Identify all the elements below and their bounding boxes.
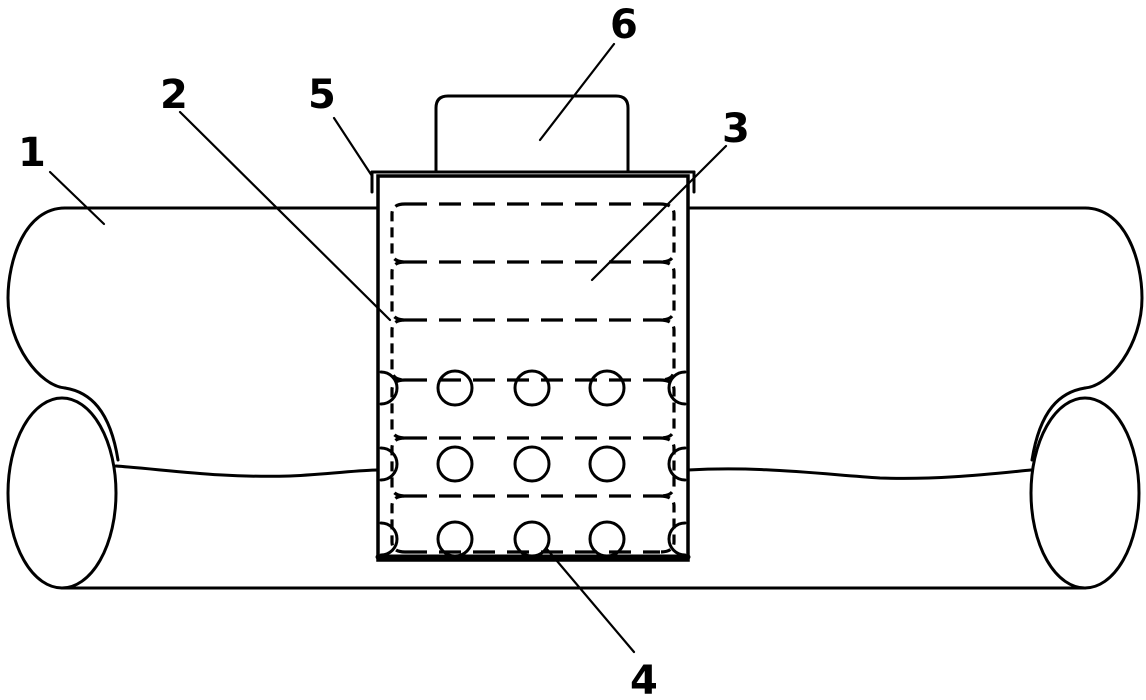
leader-2 (178, 110, 392, 322)
labels: 1 2 3 4 5 6 (18, 2, 750, 700)
label-6: 6 (610, 2, 638, 48)
upper-pipe-bottom-left (63, 386, 120, 462)
lower-pipe-left-end (6, 396, 118, 590)
leader-1 (48, 170, 106, 226)
leader-3 (590, 144, 728, 282)
tube-r1-c2 (513, 369, 551, 407)
top-device (434, 94, 630, 174)
tube-half-left-2 (379, 446, 399, 482)
coil-turn-r4 (659, 378, 676, 440)
tube-half-right-1 (667, 370, 687, 406)
tube-r3-c2 (513, 520, 551, 558)
lower-pipe-seam-right (686, 467, 1033, 480)
lower-pipe-seam-left (114, 464, 380, 478)
coil-turn-l3 (390, 318, 406, 382)
leader-5 (332, 116, 374, 178)
upper-pipe-left-end (6, 206, 67, 390)
tube-r2-c2 (513, 445, 551, 483)
tube-r3-c1 (436, 520, 474, 558)
tube-r1-c3 (588, 369, 626, 407)
tube-sections (379, 369, 687, 558)
coil-turn-r6 (659, 494, 676, 554)
coil-turn-l1 (390, 202, 406, 264)
tube-r1-c1 (436, 369, 474, 407)
tube-half-left-1 (379, 370, 399, 406)
label-1: 1 (18, 130, 46, 176)
tube-half-left-3 (379, 521, 399, 557)
clamp-box (375, 174, 691, 562)
label-5: 5 (308, 72, 336, 118)
lower-pipe (6, 396, 1141, 590)
label-4: 4 (630, 658, 658, 700)
leader-lines (48, 42, 728, 654)
upper-pipe-bottom-right (1030, 386, 1087, 462)
coil-turn-l5 (390, 436, 406, 498)
lower-pipe-right-end (1029, 396, 1141, 590)
coil-turn-l6 (390, 494, 406, 554)
leader-4 (544, 546, 636, 654)
coil-turn-r5 (659, 436, 676, 498)
coil-turn-l2 (390, 260, 406, 322)
tube-r3-c3 (588, 520, 626, 558)
coil-turn-r2 (659, 260, 676, 322)
tube-r2-c1 (436, 445, 474, 483)
coil-turn-r3 (659, 318, 676, 382)
clamp-box-frame (376, 174, 690, 562)
label-2: 2 (160, 72, 188, 118)
label-3: 3 (722, 106, 750, 152)
tube-r2-c3 (588, 445, 626, 483)
coil-turn-l4 (390, 378, 406, 440)
upper-pipe-right-end (1083, 206, 1144, 390)
tube-half-right-2 (667, 446, 687, 482)
upper-pipe (6, 206, 1144, 462)
tube-half-right-3 (667, 521, 687, 557)
leader-6 (538, 42, 616, 142)
